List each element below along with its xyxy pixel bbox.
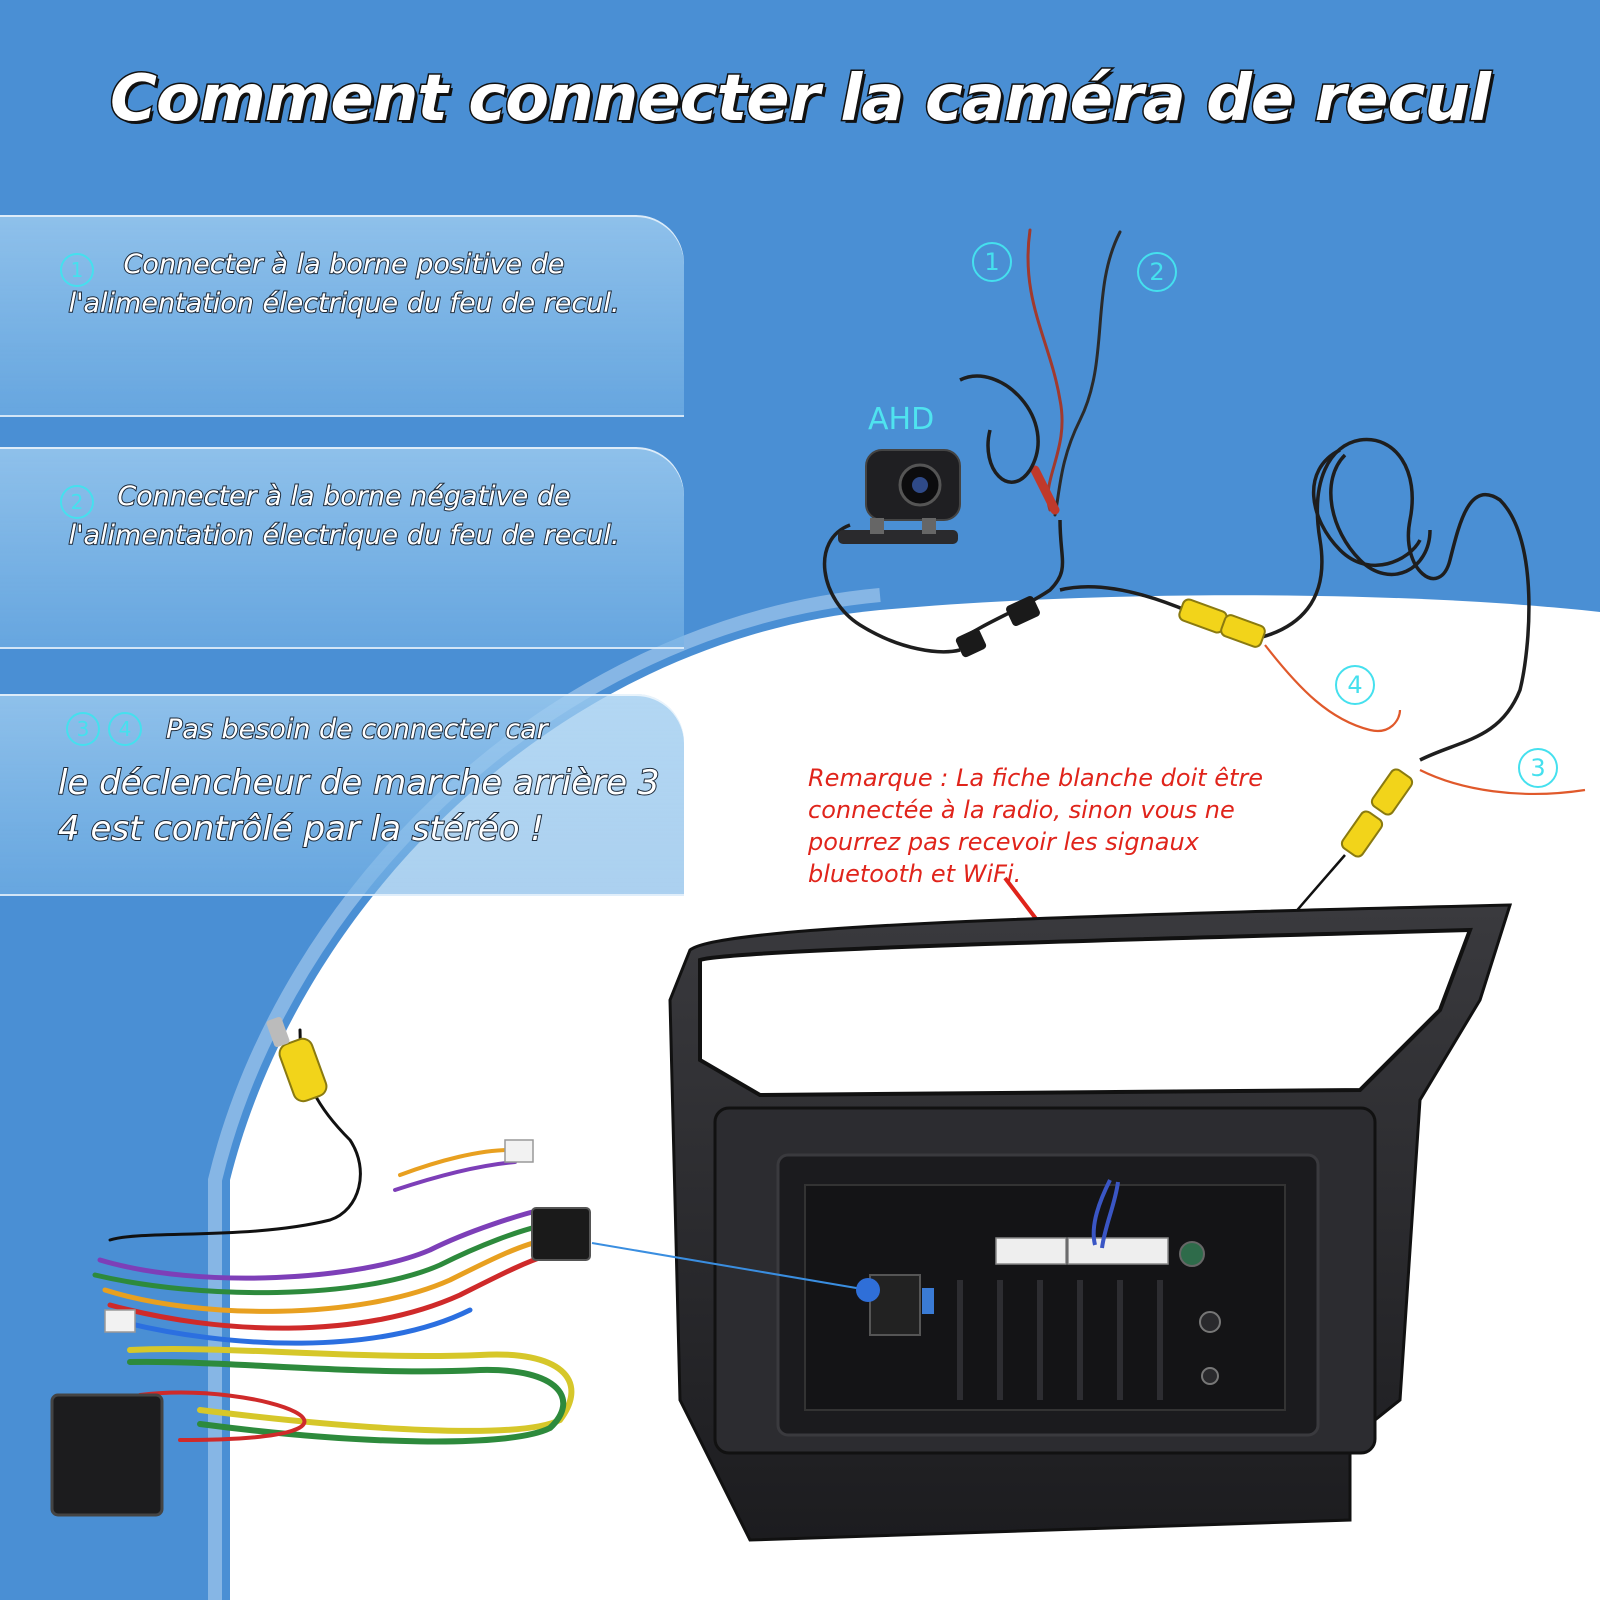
wire-marker-4: 4 — [1335, 665, 1375, 705]
wire-marker-1: 1 — [972, 242, 1012, 282]
step-marker-4: 4 — [108, 712, 142, 746]
backup-camera-icon — [838, 449, 961, 544]
step-text-2: Connecter à la borne négative de l'alime… — [68, 480, 621, 552]
rca-connector-icon — [1178, 598, 1266, 648]
callout-dot — [856, 1278, 880, 1302]
rca-connector-icon — [1340, 768, 1414, 858]
power-wires — [1026, 228, 1122, 517]
wiring-harness-icon — [92, 1028, 575, 1445]
inline-connector — [1006, 596, 1040, 626]
step-text-3-line2: le déclencheur de marche arrière 3 4 est… — [57, 762, 660, 850]
radio-frame-icon — [668, 903, 1513, 1542]
camera-label: AHD — [868, 402, 935, 437]
camera-cable — [822, 374, 1531, 762]
step-text-3-line1: Pas besoin de connecter car — [165, 713, 549, 746]
rca-connector-icon — [266, 1016, 328, 1103]
wire-marker-2: 2 — [1137, 252, 1177, 292]
step-panel-1: 1 Connecter à la borne positive de l'ali… — [0, 215, 684, 417]
harness-connector — [104, 1309, 136, 1333]
inline-connector — [955, 628, 987, 658]
step-marker-2: 2 — [60, 485, 94, 519]
leader-line — [591, 1242, 869, 1291]
note-text: Remarque : La fiche blanche doit être co… — [808, 764, 1264, 888]
harness-connector — [50, 1393, 164, 1517]
wire-marker-3: 3 — [1518, 748, 1558, 788]
step-panel-2: 2 Connecter à la borne négative de l'ali… — [0, 447, 684, 649]
step-text-1: Connecter à la borne positive de l'alime… — [68, 248, 621, 320]
step-marker-1: 1 — [60, 253, 94, 287]
harness-connector — [504, 1139, 534, 1163]
harness-connector — [531, 1207, 591, 1261]
trigger-wires — [1264, 644, 1586, 796]
page-title: Comment connecter la caméra de recul — [109, 61, 1493, 138]
step-marker-3: 3 — [66, 712, 100, 746]
step-panel-3: 3 4 Pas besoin de connecter car le décle… — [0, 694, 684, 896]
